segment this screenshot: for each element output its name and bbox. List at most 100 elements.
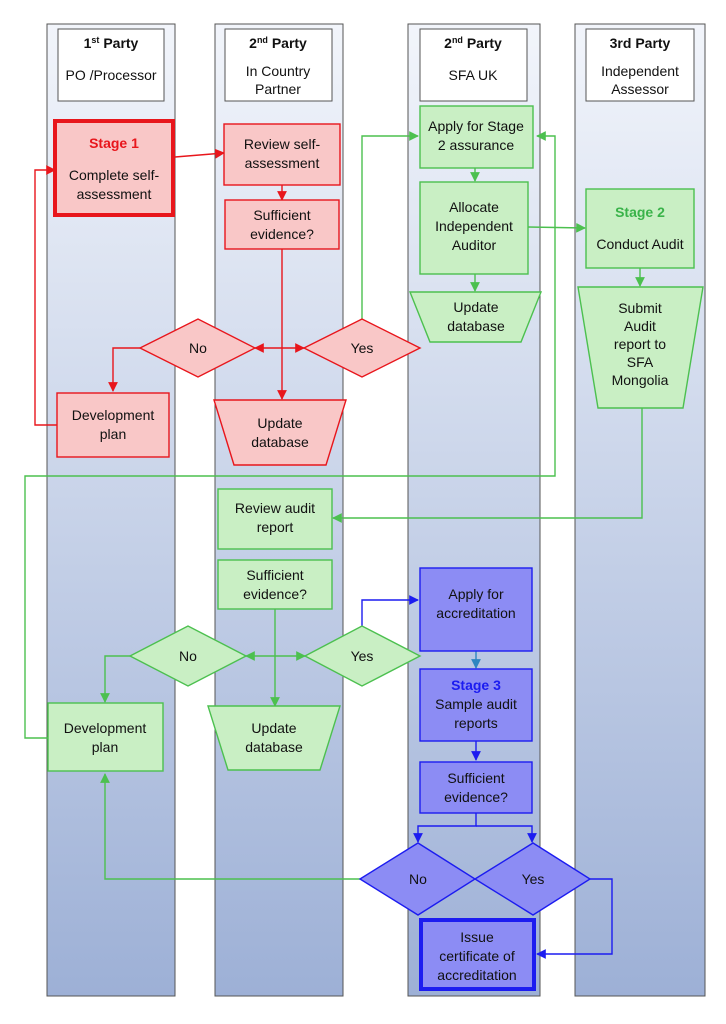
lane-subtitle: Partner xyxy=(255,81,301,97)
arrow-sufficient-to-no xyxy=(413,813,477,843)
stage2-box: Stage 2 Conduct Audit xyxy=(585,188,695,269)
development-plan-red-box: Development plan xyxy=(56,392,170,458)
stage1-box: Stage 1 Complete self- assessment xyxy=(53,119,175,217)
decision-yes-red: Yes xyxy=(302,318,422,378)
update-database-green-bottom: Update database xyxy=(207,705,341,771)
update-database-green-top: Update database xyxy=(408,291,543,343)
stage1-text-line2: assessment xyxy=(77,186,152,202)
issue-certificate-box: Issue certificate of accreditation xyxy=(419,918,536,991)
arrow-allocate-to-stage2 xyxy=(527,222,586,233)
apply-stage2-line2: 2 assurance xyxy=(438,137,514,153)
allocate-line3: Auditor xyxy=(452,237,497,253)
review-audit-line2: report xyxy=(257,519,294,535)
lane-header-1st-party xyxy=(57,28,165,102)
allocate-line1: Allocate xyxy=(449,199,499,215)
lane-title: 3rd Party xyxy=(610,35,671,51)
lane-subtitle: In Country xyxy=(246,63,311,79)
allocate-auditor-box: Allocate Independent Auditor xyxy=(419,181,529,275)
issue-line2: certificate of xyxy=(439,948,515,964)
apply-stage2-box: Apply for Stage 2 assurance xyxy=(419,105,534,169)
review-self-assessment-box: Review self- assessment xyxy=(223,123,341,186)
submit-line3: report to xyxy=(614,336,666,352)
lane-title: 2nd Party xyxy=(249,35,307,51)
lane-header-sfa-uk xyxy=(419,28,528,102)
arrow-no-to-development-green xyxy=(100,655,130,703)
development-green-line2: plan xyxy=(92,739,118,755)
decision-no-red: No xyxy=(138,318,257,378)
apply-accreditation-line2: accreditation xyxy=(436,605,515,621)
sufficient-red-line1: Sufficient xyxy=(253,207,310,223)
update-db-bottom-line2: database xyxy=(245,739,303,755)
decision-no-label: No xyxy=(189,340,207,356)
arrow-yes-to-issue xyxy=(536,878,613,959)
arrow-development-to-apply-stage2 xyxy=(24,131,556,739)
submit-line5: Mongolia xyxy=(612,372,669,388)
decision-no-blue-label: No xyxy=(409,871,427,887)
lane-header-in-country xyxy=(224,28,333,102)
decision-yes-green-label: Yes xyxy=(351,648,374,664)
decision-yes-label: Yes xyxy=(351,340,374,356)
development-plan-green-box: Development plan xyxy=(47,702,164,772)
sufficient-evidence-red-box: Sufficient evidence? xyxy=(224,199,340,250)
submit-line2: Audit xyxy=(624,318,656,334)
arrow-stage1-to-review xyxy=(174,148,225,159)
update-db-line2: database xyxy=(251,434,309,450)
stage1-label: Stage 1 xyxy=(89,135,139,151)
update-db-line1: Update xyxy=(257,415,302,431)
decision-no-green-label: No xyxy=(179,648,197,664)
arrow-sufficient-to-yes xyxy=(476,825,537,843)
submit-line1: Submit xyxy=(618,300,662,316)
review-audit-line1: Review audit xyxy=(235,500,315,516)
arrow-yes-to-apply-stage2 xyxy=(361,131,419,322)
stage3-line1: Sample audit xyxy=(435,696,517,712)
lane-3rd-party: 3rd Party Independent Assessor xyxy=(574,23,706,997)
lane-title: 1st Party xyxy=(84,35,139,51)
stage3-line2: reports xyxy=(454,715,498,731)
arrow-development-to-stage1 xyxy=(34,165,57,426)
development-plan-line2: plan xyxy=(100,426,126,442)
lane-title: 2nd Party xyxy=(444,35,502,51)
update-db-top-line1: Update xyxy=(453,299,498,315)
sufficient-blue-line1: Sufficient xyxy=(447,770,504,786)
decision-yes-green: Yes xyxy=(303,625,422,687)
sufficient-evidence-green-box: Sufficient evidence? xyxy=(217,559,333,610)
issue-line3: accreditation xyxy=(437,967,516,983)
submit-audit-report: Submit Audit report to SFA Mongolia xyxy=(577,286,704,409)
submit-line4: SFA xyxy=(627,354,654,370)
lane-subtitle: SFA UK xyxy=(448,67,498,83)
stage2-label: Stage 2 xyxy=(615,204,665,220)
arrow-no-to-development xyxy=(108,347,140,392)
decision-yes-blue: Yes xyxy=(473,842,592,916)
stage1-text-line1: Complete self- xyxy=(69,167,160,183)
stage2-text: Conduct Audit xyxy=(596,236,683,252)
sufficient-green-line2: evidence? xyxy=(243,586,307,602)
development-green-line1: Development xyxy=(64,720,147,736)
apply-accreditation-box: Apply for accreditation xyxy=(419,567,533,652)
update-database-red: Update database xyxy=(213,399,347,466)
decision-yes-blue-label: Yes xyxy=(522,871,545,887)
apply-stage2-line1: Apply for Stage xyxy=(428,118,524,134)
lane-subtitle: Independent xyxy=(601,63,679,79)
connectors-red xyxy=(34,148,305,426)
review-audit-report-box: Review audit report xyxy=(217,488,333,550)
issue-line1: Issue xyxy=(460,929,494,945)
connectors-green xyxy=(24,131,645,739)
sufficient-green-line1: Sufficient xyxy=(246,567,303,583)
stage3-box: Stage 3 Sample audit reports xyxy=(419,668,533,742)
review-self-line2: assessment xyxy=(245,155,320,171)
connectors-blue-to-green xyxy=(100,773,360,880)
update-db-top-line2: database xyxy=(447,318,505,334)
sufficient-red-line2: evidence? xyxy=(250,226,314,242)
development-plan-line1: Development xyxy=(72,407,155,423)
decision-no-green: No xyxy=(128,625,248,687)
arrow-blue-no-to-development xyxy=(100,773,360,880)
apply-accreditation-line1: Apply for xyxy=(448,586,504,602)
sufficient-evidence-blue-box: Sufficient evidence? xyxy=(419,761,533,814)
review-self-line1: Review self- xyxy=(244,136,321,152)
lane-header-3rd-party xyxy=(585,28,695,102)
allocate-line2: Independent xyxy=(435,218,513,234)
lane-subtitle: Assessor xyxy=(611,81,669,97)
stage3-label: Stage 3 xyxy=(451,677,501,693)
sufficient-blue-line2: evidence? xyxy=(444,789,508,805)
